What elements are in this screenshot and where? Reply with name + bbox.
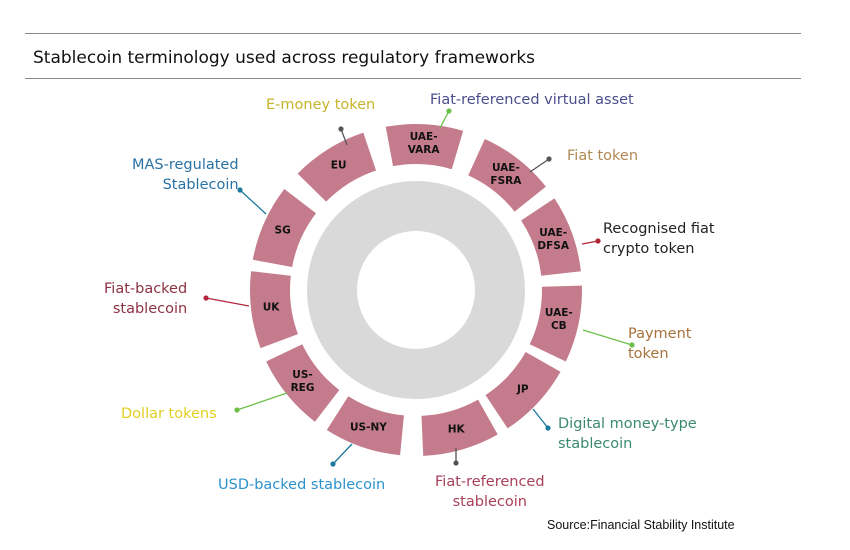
label-uae-fsra: Fiat token [567, 148, 639, 164]
leader-line [529, 158, 550, 173]
label-uae-cb: Payment token [628, 324, 691, 364]
label-line: crypto token [603, 241, 695, 257]
leader-dot [234, 407, 240, 413]
label-line: Payment [628, 326, 692, 342]
segment-code-uk: UK [262, 301, 280, 314]
leader-line [582, 329, 633, 346]
leader-line [581, 240, 599, 245]
label-hk: Fiat-referenced stablecoin [435, 472, 545, 512]
label-line: Digital money-type [558, 416, 697, 432]
segment-arc [421, 399, 498, 456]
leader-dot [330, 461, 336, 467]
label-line: Fiat-backed [104, 281, 188, 297]
segment-code-uae-dfsa: UAE-DFSA [537, 227, 569, 253]
segment-arc [485, 352, 561, 429]
segment-arc [326, 396, 404, 456]
label-uk: Fiat-backed stablecoin [104, 279, 187, 319]
leader-dot [545, 425, 551, 431]
segment-code-us-ny: US-NY [350, 421, 387, 434]
leader-dot [595, 238, 601, 244]
segment-arc [249, 271, 298, 349]
leader-dot [338, 126, 344, 132]
label-line: MAS-regulated [132, 157, 239, 173]
segment-arc [521, 198, 581, 276]
leader-line [332, 443, 353, 465]
leader-line [205, 297, 250, 307]
label-eu: E-money token [266, 97, 376, 113]
label-uae-vara: Fiat-referenced virtual asset [430, 92, 634, 108]
leader-line [532, 408, 549, 429]
segment-arc [385, 123, 464, 170]
label-line: token [628, 346, 669, 362]
label-line: Stablecoin [162, 177, 239, 193]
segment-arc [468, 138, 546, 212]
label-line: stablecoin [112, 301, 188, 317]
segment-code-uae-vara: UAE- VARA [407, 131, 440, 157]
segment-code-hk: HK [447, 423, 465, 436]
leader-dot [446, 108, 452, 114]
label-us-reg: Dollar tokens [121, 406, 217, 422]
leader-line [239, 189, 267, 215]
segment-arc [266, 344, 340, 422]
leader-dot [453, 460, 459, 466]
segment-code-us-reg: US-REG [290, 368, 315, 394]
leader-line [340, 128, 348, 146]
inner-gray-ring [307, 181, 525, 399]
segment-code-eu: EU [330, 159, 347, 172]
segment-code-uae-cb: UAE-CB [544, 307, 573, 333]
segment-code-uae-fsra: UAE-FSRA [490, 161, 522, 187]
source-note: Source:Financial Stability Institute [547, 518, 735, 532]
leader-line [439, 110, 450, 129]
leader-line [236, 392, 288, 411]
label-line: Fiat-referenced [435, 474, 545, 490]
leader-dot [237, 187, 243, 193]
segment-arc [297, 132, 377, 202]
top-rule [25, 33, 801, 34]
segment-arc [529, 285, 582, 362]
figure-title: Stablecoin terminology used across regul… [33, 48, 536, 68]
label-line: Recognised fiat [603, 221, 715, 237]
segment-code-jp: JP [516, 383, 529, 396]
leader-dot [546, 156, 552, 162]
title-rule [25, 78, 801, 79]
label-jp: Digital money-type stablecoin [558, 414, 697, 454]
segment-arc [252, 188, 317, 268]
label-line: stablecoin [452, 494, 527, 510]
leader-dot [629, 342, 635, 348]
leader-dot [203, 295, 209, 301]
label-uae-dfsa: Recognised fiat crypto token [603, 219, 715, 259]
label-us-ny: USD-backed stablecoin [218, 477, 386, 493]
label-line: stablecoin [558, 436, 633, 452]
segment-code-sg: SG [274, 224, 291, 237]
